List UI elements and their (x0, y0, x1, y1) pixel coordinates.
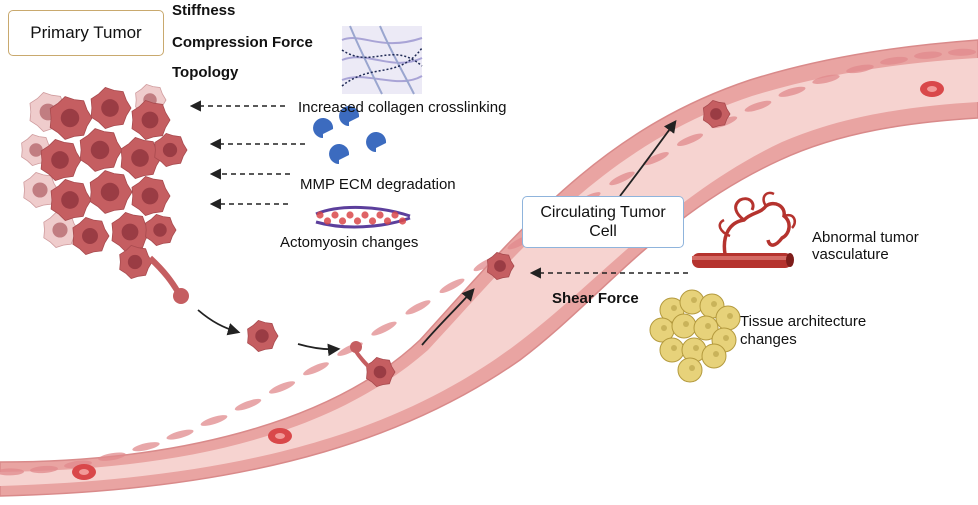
primary-tumor-box: Primary Tumor (8, 10, 164, 56)
tissue-architecture-label-line2: changes (740, 331, 797, 348)
endothelial-cells (0, 48, 976, 476)
collagen-mesh-icon (341, 25, 423, 95)
extravasating-protrusion (353, 348, 374, 372)
actomyosin-fiber-icon (315, 206, 411, 229)
primary-tumor-cluster (21, 83, 188, 280)
tumor-bleb (173, 288, 189, 304)
actomyosin-label: Actomyosin changes (280, 234, 419, 251)
migrating-cells (247, 99, 731, 388)
shear-force-label: Shear Force (552, 290, 639, 307)
primary-tumor-label: Primary Tumor (30, 23, 142, 42)
compression-force-label: Compression Force (172, 34, 313, 51)
collagen-label: Increased collagen crosslinking (298, 99, 507, 116)
ctc-label-line1: Circulating Tumor (540, 204, 666, 221)
tissue-cells-icon (649, 289, 741, 383)
stiffness-label: Stiffness (172, 2, 236, 19)
migration-arrow (619, 119, 677, 197)
tumor-vasculature-icon (692, 191, 796, 268)
topology-label: Topology (172, 64, 239, 81)
tumor-protrusion (147, 255, 181, 294)
tissue-architecture-label-line1: Tissue architecture (740, 313, 867, 330)
ctc-box: Circulating Tumor Cell (522, 196, 684, 248)
red-blood-cells (72, 81, 944, 480)
extravasating-bleb (350, 341, 362, 353)
force-arrows (189, 100, 688, 279)
migration-arrow (421, 288, 475, 346)
migration-arrow (197, 309, 241, 336)
migration-arrow (297, 343, 341, 357)
ctc-label-line2: Cell (589, 223, 617, 240)
abnormal-vasculature-label-line1: Abnormal tumor (812, 229, 919, 246)
abnormal-vasculature-label-line2: vasculature (812, 246, 889, 263)
mmp-label: MMP ECM degradation (300, 176, 456, 193)
mmp-enzyme-icon (313, 106, 387, 164)
